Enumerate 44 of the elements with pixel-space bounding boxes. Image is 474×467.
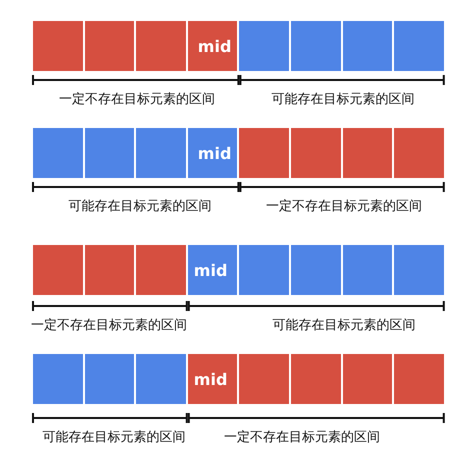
array-cell [239, 354, 289, 404]
array-cell [136, 354, 186, 404]
cell-label: mid [198, 36, 232, 56]
array-cell [239, 128, 289, 178]
array-cell [394, 21, 444, 71]
array-cell [342, 245, 392, 295]
array-cell [84, 354, 134, 404]
array-cell [239, 21, 289, 71]
interval-label: 可能存在目标元素的区间 [68, 199, 212, 215]
interval-label: 一定不存在目标元素的区间 [224, 430, 380, 446]
array-cell [84, 245, 134, 295]
array-cell [291, 354, 341, 404]
array-cell [342, 128, 392, 178]
cell-label: mid [198, 144, 232, 162]
array-cell [188, 245, 238, 295]
array-cell [291, 245, 341, 295]
array-cell [342, 354, 392, 404]
array-cell [394, 128, 444, 178]
array-cell [136, 245, 186, 295]
array-cell [136, 128, 186, 178]
array-cell [291, 128, 341, 178]
array-cell [188, 354, 238, 404]
interval-label: 可能存在目标元素的区间 [42, 430, 186, 446]
cell-label: mid [194, 260, 228, 280]
interval-label: 可能存在目标元素的区间 [272, 318, 416, 334]
array-cell [188, 128, 238, 178]
array-cell [33, 354, 83, 404]
cell-label: mid [194, 370, 228, 388]
array-cell [33, 21, 83, 71]
array-cell [84, 128, 134, 178]
array-cell [394, 245, 444, 295]
array-cell [84, 21, 134, 71]
array-cell [291, 21, 341, 71]
interval-label: 一定不存在目标元素的区间 [59, 92, 215, 108]
array-cell [33, 245, 83, 295]
array-cell [33, 128, 83, 178]
array-cell [136, 21, 186, 71]
array-cell [239, 245, 289, 295]
array-cell [394, 354, 444, 404]
interval-label: 一定不存在目标元素的区间 [266, 199, 422, 215]
interval-label: 一定不存在目标元素的区间 [31, 318, 187, 334]
array-cell [188, 21, 238, 71]
array-cell [342, 21, 392, 71]
interval-label: 可能存在目标元素的区间 [272, 92, 414, 108]
